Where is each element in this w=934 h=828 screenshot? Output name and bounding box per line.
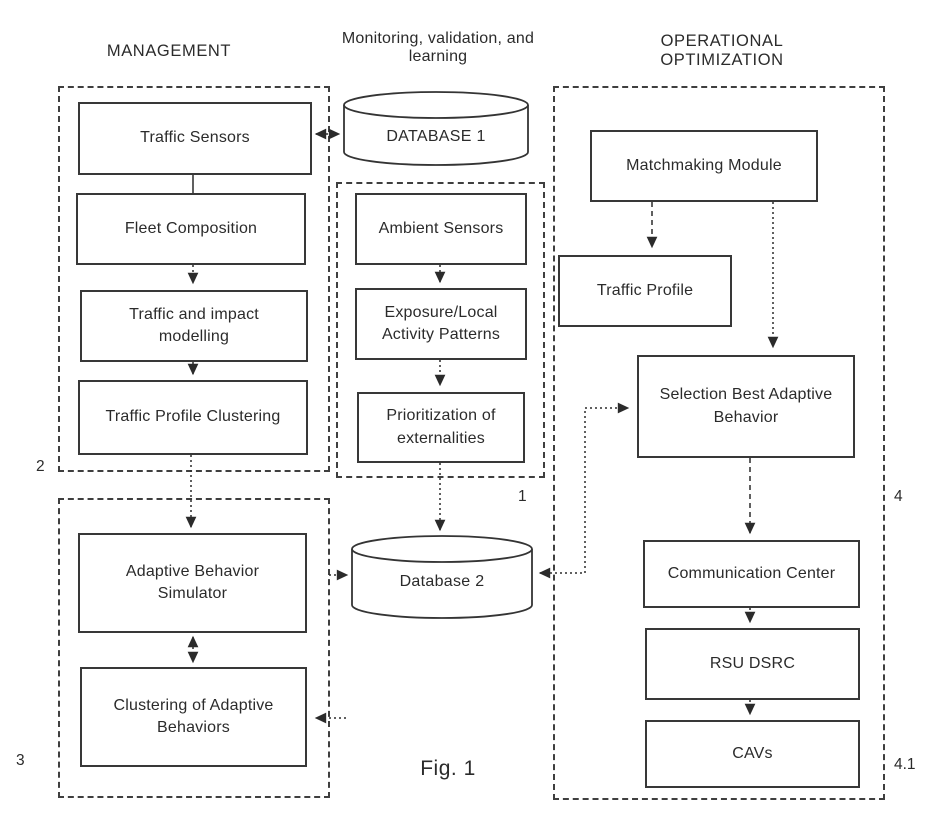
node-rsu-dsrc-label: RSU DSRC (709, 654, 796, 672)
monitoring-section-title: Monitoring, validation, and learning (318, 30, 558, 66)
node-matchmaking-module-label: Matchmaking Module (626, 156, 782, 174)
node-traffic-impact-modelling: Traffic and impact modelling (80, 290, 308, 362)
database1-label: DATABASE 1 (386, 128, 485, 145)
node-ambient-sensors-label: Ambient Sensors (378, 219, 504, 237)
node-selection-best-adaptive: Selection Best Adaptive Behavior (637, 355, 855, 458)
operational-title-line2: OPTIMIZATION (660, 51, 784, 69)
node-communication-center-label: Communication Center (667, 564, 836, 582)
operational-section-title: OPERATIONAL OPTIMIZATION (622, 32, 822, 70)
node-traffic-sensors: Traffic Sensors (78, 102, 312, 175)
ref-operational-group: 4 (894, 488, 903, 505)
database1-cylinder: DATABASE 1 (343, 91, 529, 166)
node-traffic-profile-label: Traffic Profile (596, 281, 694, 299)
node-traffic-profile-clustering: Traffic Profile Clustering (78, 380, 308, 455)
node-prioritization: Prioritization of externalities (357, 392, 525, 463)
node-exposure-patterns-label: Exposure/Local Activity Patterns (381, 303, 501, 343)
monitoring-title-line1: Monitoring, validation, and (341, 30, 535, 47)
ref-simulation-group: 3 (16, 752, 25, 769)
node-cavs: CAVs (645, 720, 860, 788)
operational-title-line1: OPERATIONAL (660, 32, 784, 50)
node-selection-best-adaptive-label: Selection Best Adaptive Behavior (659, 386, 833, 426)
management-group-box (58, 86, 330, 472)
ref-monitoring-group: 1 (518, 488, 527, 505)
database2-label: Database 2 (400, 573, 485, 590)
node-rsu-dsrc: RSU DSRC (645, 628, 860, 700)
node-clustering-adaptive-behaviors-label: Clustering of Adaptive Behaviors (113, 696, 274, 736)
database2-cylinder: Database 2 (351, 535, 533, 619)
node-fleet-composition: Fleet Composition (76, 193, 306, 265)
simulation-group-box (58, 498, 330, 798)
node-traffic-profile: Traffic Profile (558, 255, 732, 327)
node-cavs-label: CAVs (732, 744, 773, 762)
node-traffic-sensors-label: Traffic Sensors (140, 129, 250, 147)
node-adaptive-behavior-simulator: Adaptive Behavior Simulator (78, 533, 307, 633)
ref-management-group: 2 (36, 458, 45, 475)
node-clustering-adaptive-behaviors: Clustering of Adaptive Behaviors (80, 667, 307, 767)
figure-caption: Fig. 1 (420, 757, 476, 780)
node-fleet-composition-label: Fleet Composition (124, 219, 258, 237)
node-ambient-sensors: Ambient Sensors (355, 193, 527, 265)
node-exposure-patterns: Exposure/Local Activity Patterns (355, 288, 527, 360)
node-communication-center: Communication Center (643, 540, 860, 608)
node-traffic-impact-modelling-label: Traffic and impact modelling (129, 305, 259, 345)
node-adaptive-behavior-simulator-label: Adaptive Behavior Simulator (125, 562, 260, 602)
monitoring-title-line2: learning (408, 48, 468, 65)
ref-operational-sub: 4.1 (894, 756, 916, 773)
node-matchmaking-module: Matchmaking Module (590, 130, 818, 202)
management-section-title: MANAGEMENT (106, 42, 232, 60)
node-prioritization-label: Prioritization of externalities (386, 407, 496, 447)
node-traffic-profile-clustering-label: Traffic Profile Clustering (105, 408, 281, 426)
